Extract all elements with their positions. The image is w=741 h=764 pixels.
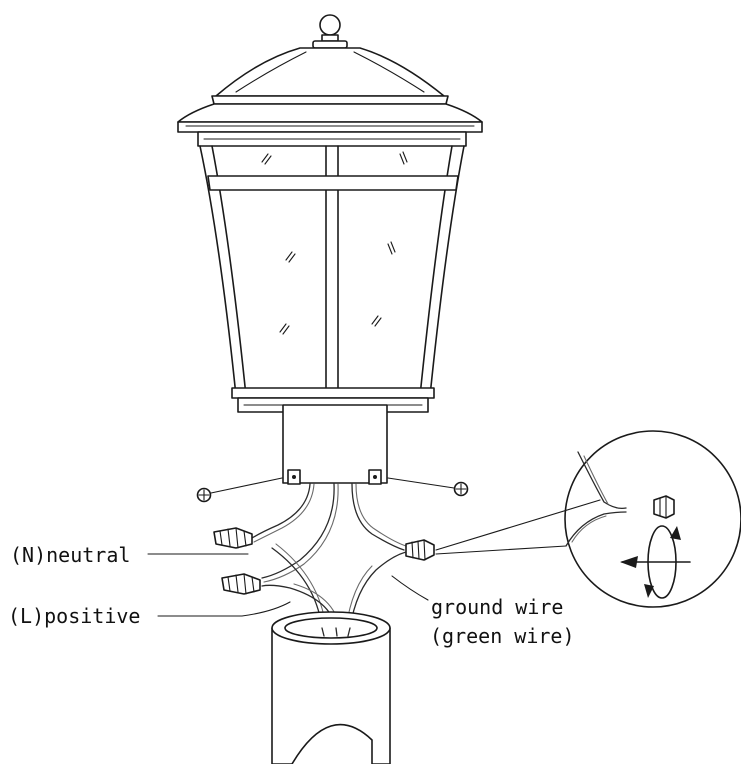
leader-positive — [157, 601, 291, 617]
detail-wire-nut — [653, 495, 675, 519]
rotation-arrow-icon — [620, 525, 691, 599]
label-neutral: (N)neutral — [10, 543, 130, 567]
roof-flare — [177, 103, 483, 123]
finial-ball — [319, 14, 341, 36]
cage-crossbar — [207, 175, 459, 191]
post-top-outer — [271, 611, 391, 645]
wire-nut-neutral — [213, 527, 253, 549]
supply-wires — [261, 543, 407, 629]
frame-left-inner — [211, 145, 247, 397]
lamp-post — [271, 611, 391, 764]
roof-rim-upper — [211, 95, 449, 105]
leader-ground — [391, 575, 429, 601]
post-body — [271, 627, 391, 764]
wire-nut-ground — [405, 539, 435, 561]
label-green-wire: (green wire) — [430, 624, 575, 648]
screw-left — [196, 477, 283, 503]
label-ground-wire: ground wire — [431, 595, 563, 619]
wire-nut-positive — [221, 573, 261, 595]
frame-right-inner — [419, 145, 453, 397]
finial-base — [312, 40, 348, 49]
lamp-cage — [197, 131, 467, 413]
mounting-box — [282, 404, 388, 485]
detail-circle — [564, 430, 741, 608]
fixture-wires — [251, 483, 407, 583]
post-top-inner — [284, 617, 378, 639]
frame-left-outer — [199, 145, 237, 397]
frame-right-outer — [429, 145, 465, 397]
screw-right — [387, 477, 469, 497]
cage-bottom-band-upper — [231, 387, 435, 399]
label-positive: (L)positive — [8, 604, 140, 628]
leader-lines — [147, 553, 429, 617]
glass-glints — [261, 151, 408, 335]
roof-dome — [215, 47, 445, 97]
lamp-roof — [177, 14, 483, 133]
roof-rim-lower — [177, 121, 483, 133]
detail-callout — [435, 430, 741, 608]
finial-neck — [321, 34, 339, 42]
